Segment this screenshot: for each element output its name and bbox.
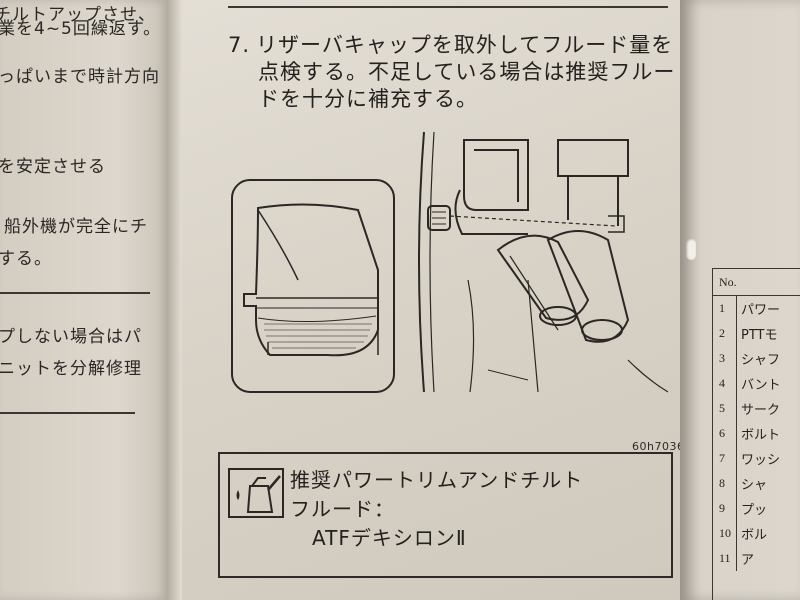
book-gutter (168, 0, 182, 600)
table-row: 7 ワッシ (713, 446, 800, 471)
table-row: 8 シャ (713, 471, 800, 496)
left-text-line: する。 (0, 249, 52, 269)
binder-hole (686, 238, 696, 260)
table-row: 1 パワー (713, 296, 800, 321)
tilt-unit-drawing (418, 131, 669, 393)
step-number: 7. (228, 33, 251, 57)
step-7-instruction: 7.リザーバキャップを取外してフルード量を 点検する。不足している場合は推奨フル… (228, 32, 676, 113)
row-part-name: パワー (741, 303, 781, 318)
left-divider (0, 412, 135, 414)
row-number: 4 (713, 371, 737, 396)
left-text-line: っぱいまで時計方向 (0, 67, 160, 87)
step-text: リザーバキャップを取外してフルード量を (256, 33, 674, 57)
row-number: 9 (713, 496, 737, 521)
left-divider (0, 292, 150, 294)
row-number: 1 (713, 296, 737, 321)
table-row: 6 ボルト (713, 421, 800, 446)
row-number: 3 (713, 346, 737, 371)
row-part-name: PTTモ (741, 328, 778, 343)
left-page: チルトアップさせ、 業を4~5回繰返す。 っぱいまで時計方向 を安定させる 船外… (0, 0, 170, 600)
row-part-name: シャフ (741, 353, 781, 368)
reservoir-level-detail (231, 179, 395, 393)
row-part-name: ボル (741, 528, 768, 543)
row-number: 11 (713, 546, 737, 571)
row-number: 10 (713, 521, 737, 546)
row-part-name: ワッシ (741, 453, 781, 468)
table-row: 3 シャフ (713, 346, 800, 371)
oil-can-icon (228, 468, 284, 518)
table-row: 11 ア (713, 546, 800, 571)
left-text-line: プしない場合はパ (0, 327, 142, 347)
reservoir-illustration (231, 131, 669, 393)
left-text-line: 船外機が完全にチ (4, 217, 148, 237)
table-row: 10 ボル (713, 521, 800, 546)
row-part-name: シャ (741, 478, 768, 493)
table-row: 2 PTTモ (713, 321, 800, 346)
figure-code: 60h70360 (632, 440, 692, 453)
row-part-name: プッ (741, 503, 768, 518)
top-divider (228, 6, 668, 8)
note-title: 推奨パワートリムアンドチルト (290, 468, 584, 492)
note-subtitle: フルード： (290, 497, 395, 521)
left-text-line: を安定させる (0, 157, 106, 177)
row-part-name: ア (741, 553, 755, 568)
left-text-line: 業を4~5回繰返す。 (0, 19, 162, 39)
row-part-name: ボルト (741, 428, 781, 443)
recommended-fluid-box: 推奨パワートリムアンドチルト フルード： ATFデキシロンⅡ (218, 452, 673, 578)
row-number: 6 (713, 421, 737, 446)
recommended-fluid-text: 推奨パワートリムアンドチルト フルード： ATFデキシロンⅡ (290, 466, 583, 553)
left-text-line: チルトアップさせ、 (0, 5, 156, 25)
row-part-name: バント (741, 378, 781, 393)
row-number: 2 (713, 321, 737, 346)
table-header-no: No. (719, 275, 737, 289)
row-part-name: サーク (741, 403, 781, 418)
row-number: 7 (713, 446, 737, 471)
right-page (680, 0, 800, 600)
table-header: No. (713, 269, 800, 296)
left-text-line: ニットを分解修理 (0, 359, 142, 379)
step-line-3: ドを十分に補充する。 (258, 87, 478, 111)
table-row: 4 バント (713, 371, 800, 396)
row-number: 8 (713, 471, 737, 496)
row-number: 5 (713, 396, 737, 421)
step-line-2: 点検する。不足している場合は推奨フルー (258, 60, 676, 84)
note-value: ATFデキシロンⅡ (312, 526, 467, 550)
table-row: 5 サーク (713, 396, 800, 421)
table-row: 9 プッ (713, 496, 800, 521)
step-line-1: 7.リザーバキャップを取外してフルード量を (228, 32, 673, 59)
